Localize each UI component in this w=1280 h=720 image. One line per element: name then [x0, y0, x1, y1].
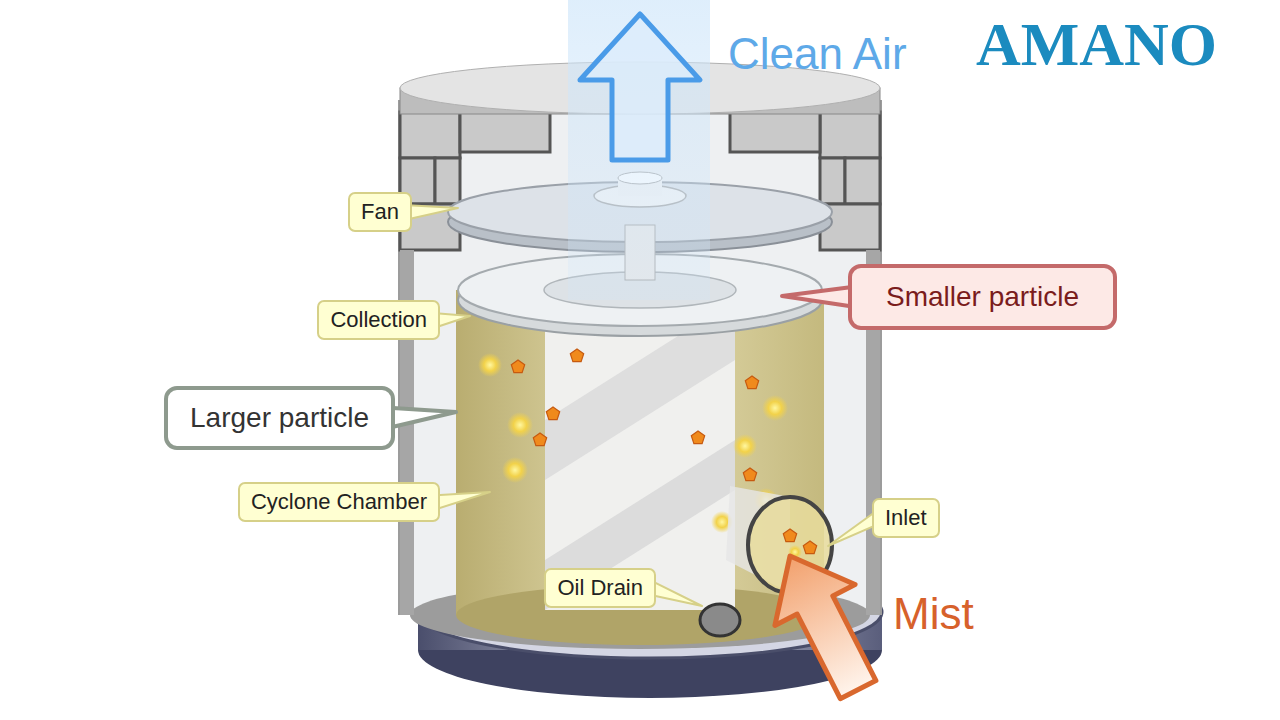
- mist-arrow: [750, 536, 898, 711]
- callout-text: Larger particle: [190, 401, 369, 435]
- mist-particles: [743, 468, 756, 481]
- clean-air-arrow: [568, 0, 710, 300]
- inlet-pipe: [783, 529, 796, 542]
- mist-particles: [745, 376, 758, 389]
- callout-box: Inlet: [872, 498, 940, 538]
- callout-tail: [828, 511, 876, 546]
- mist-arrow: [750, 536, 898, 711]
- callout-text: Oil Drain: [557, 575, 643, 601]
- cyclone-chamber: [545, 440, 735, 610]
- brick-housing: [820, 158, 845, 204]
- callout-box: Cyclone Chamber: [238, 482, 440, 522]
- callout-text: Cyclone Chamber: [251, 489, 427, 515]
- brick-housing: [435, 158, 460, 204]
- callout-tail: [652, 581, 702, 606]
- oil-drain: [700, 604, 740, 636]
- mist-particles: [691, 431, 704, 444]
- mist-particles: [507, 412, 533, 438]
- cyclone-chamber: [545, 300, 735, 610]
- callout-box: Oil Drain: [544, 568, 656, 608]
- mist-particles: [478, 353, 502, 377]
- mist-particles: [733, 434, 757, 458]
- mist-particles: [762, 395, 788, 421]
- clean-air-arrow: [568, 0, 710, 300]
- callout-box: Larger particle: [164, 386, 395, 450]
- callout-tail: [436, 313, 470, 327]
- clean-air-arrow: [580, 14, 700, 160]
- brand-logo: AMANO: [976, 10, 1217, 78]
- callout-text: Smaller particle: [886, 280, 1079, 314]
- callout-box: Collection: [317, 300, 440, 340]
- flow-label: Clean Air: [728, 30, 907, 78]
- brick-housing: [820, 112, 880, 158]
- callout-text: Inlet: [885, 505, 927, 531]
- callout-tail: [389, 408, 456, 428]
- brick-housing: [460, 112, 550, 152]
- callout-box: Fan: [348, 192, 412, 232]
- mist-particles: [546, 407, 559, 420]
- callout-tail: [408, 205, 458, 219]
- brick-housing: [845, 158, 880, 204]
- brick-housing: [400, 112, 460, 158]
- brick-housing: [730, 112, 820, 152]
- mist-particles: [502, 457, 528, 483]
- inlet-pipe: [803, 541, 816, 554]
- callout-tail: [782, 287, 854, 307]
- callout-text: Fan: [361, 199, 399, 225]
- oil-drain: [700, 604, 740, 636]
- flow-label: Mist: [893, 590, 974, 638]
- callout-box: Smaller particle: [848, 264, 1117, 330]
- mist-particles: [533, 433, 546, 446]
- mist-particles: [511, 360, 524, 373]
- cyclone-chamber: [545, 300, 735, 610]
- cyclone-chamber: [456, 290, 824, 645]
- mist-particles: [570, 349, 583, 362]
- callout-text: Collection: [330, 307, 427, 333]
- callout-tail: [436, 492, 490, 509]
